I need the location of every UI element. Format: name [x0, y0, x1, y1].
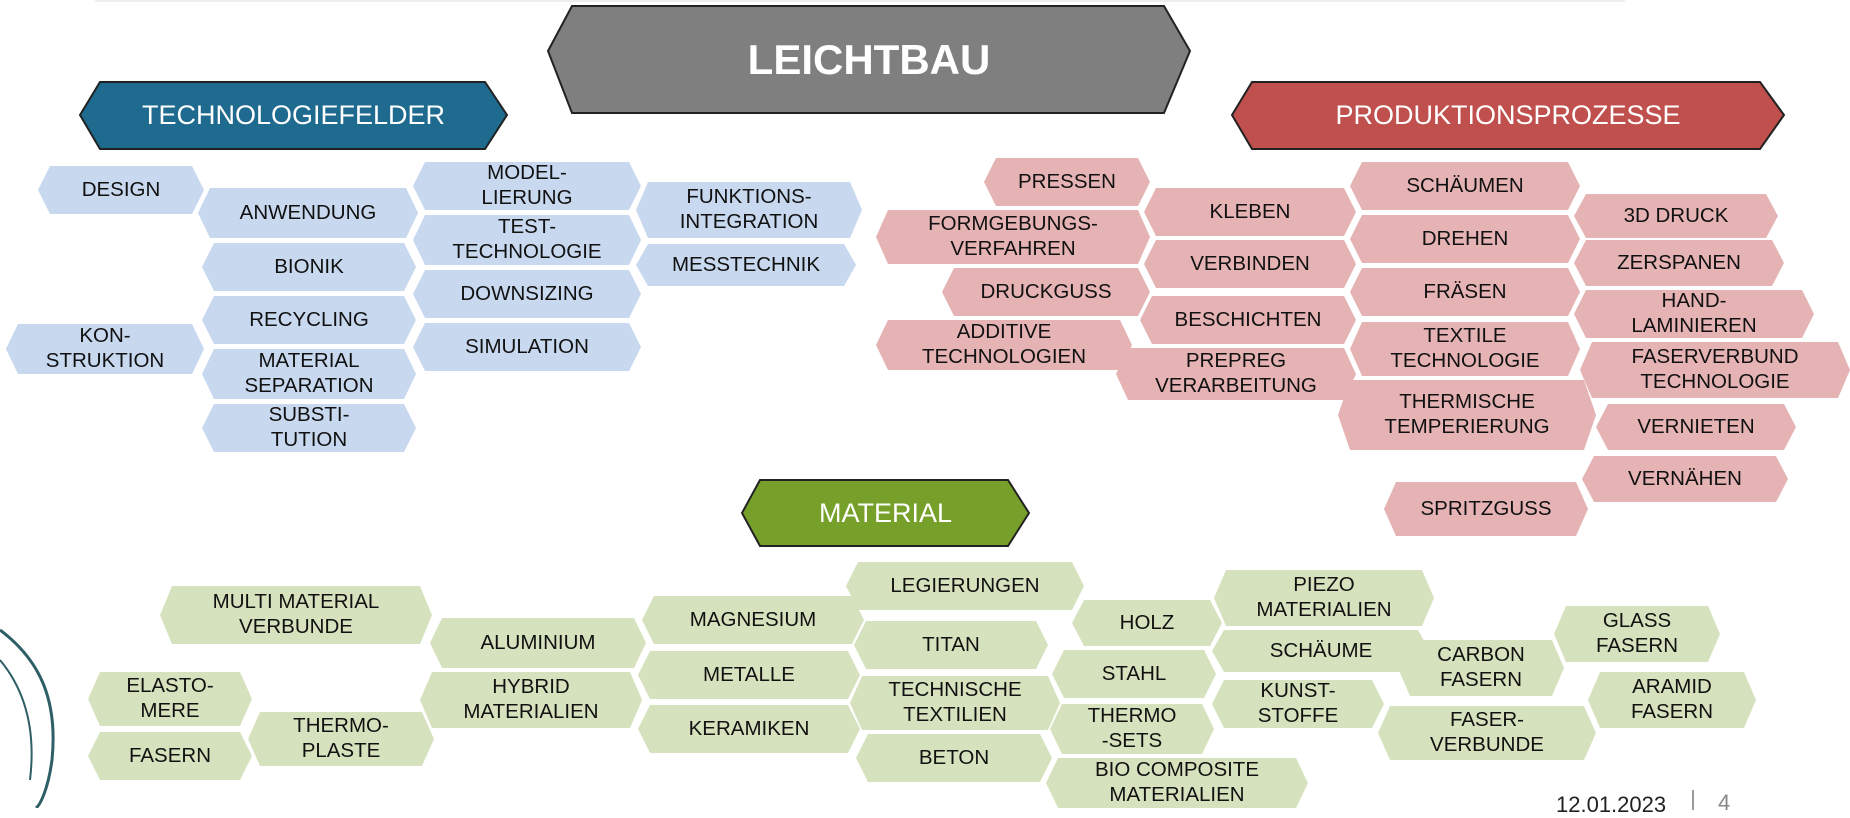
prod-verbinden: VERBINDEN — [1144, 240, 1356, 288]
mat-beton: BETON — [856, 734, 1052, 782]
tech-downsizing: DOWNSIZING — [413, 270, 641, 318]
tech-substitution: SUBSTI- TUTION — [202, 404, 416, 452]
prod-prepreg: PREPREG VERARBEITUNG — [1116, 348, 1356, 400]
mat-stahl: STAHL — [1052, 650, 1216, 698]
tech-funktionsintegration: FUNKTIONS- INTEGRATION — [636, 182, 862, 238]
mat-keramiken: KERAMIKEN — [638, 705, 860, 753]
tech-bionik: BIONIK — [202, 243, 416, 291]
tech-anwendung: ANWENDUNG — [198, 188, 418, 238]
prod-schaeumen: SCHÄUMEN — [1350, 162, 1580, 210]
mat-hybrid: HYBRID MATERIALIEN — [420, 672, 642, 728]
mat-technische: TECHNISCHE TEXTILIEN — [850, 676, 1060, 730]
tech-recycling: RECYCLING — [202, 296, 416, 344]
mat-aramid: ARAMID FASERN — [1588, 672, 1756, 728]
produktionsprozesse-banner-shape — [1230, 81, 1786, 150]
prod-kleben: KLEBEN — [1144, 188, 1356, 236]
tech-materialseparation: MATERIAL SEPARATION — [202, 349, 416, 399]
prod-3ddruck: 3D DRUCK — [1574, 194, 1778, 238]
prod-pressen: PRESSEN — [984, 158, 1150, 206]
mat-magnesium: MAGNESIUM — [642, 596, 864, 644]
mat-piezo: PIEZO MATERIALIEN — [1214, 570, 1434, 626]
prod-fraesen: FRÄSEN — [1350, 268, 1580, 316]
category-technologiefelder: TECHNOLOGIEFELDER — [141, 100, 446, 130]
title-banner-shape — [546, 5, 1192, 114]
tech-modellierung: MODEL- LIERUNG — [413, 162, 641, 210]
mat-legierungen: LEGIERUNGEN — [846, 562, 1084, 610]
mat-multimaterial: MULTI MATERIAL VERBUNDE — [160, 586, 432, 644]
tech-testtechnologie: TEST- TECHNOLOGIE — [413, 215, 641, 265]
logo-swirl — [0, 628, 55, 808]
mat-fasern: FASERN — [88, 732, 252, 780]
prod-vernaehen: VERNÄHEN — [1582, 456, 1788, 502]
prod-druckguss: DRUCKGUSS — [942, 268, 1150, 316]
tech-messtechnik: MESSTECHNIK — [636, 244, 856, 286]
mat-schaeume: SCHÄUME — [1212, 630, 1430, 672]
prod-additive: ADDITIVE TECHNOLOGIEN — [876, 320, 1132, 370]
mat-glasfasern: GLASS FASERN — [1554, 606, 1720, 662]
mat-elastomere: ELASTO- MERE — [88, 672, 252, 726]
tech-design: DESIGN — [38, 166, 204, 214]
mat-carbonfasern: CARBON FASERN — [1398, 640, 1564, 696]
logo-swirl-inner — [0, 659, 33, 781]
top-divider-line — [95, 0, 1625, 2]
prod-beschichten: BESCHICHTEN — [1140, 296, 1356, 344]
mat-titan: TITAN — [854, 621, 1048, 669]
prod-thermische: THERMISCHE TEMPERIERUNG — [1338, 380, 1596, 450]
category-material: MATERIAL — [818, 497, 953, 528]
footer-date: 12.01.2023 — [1556, 792, 1667, 817]
mat-holz: HOLZ — [1072, 600, 1222, 646]
material-banner-shape — [740, 479, 1031, 547]
mat-thermosets: THERMO -SETS — [1050, 704, 1214, 754]
prod-formgebung: FORMGEBUNGS- VERFAHREN — [876, 210, 1150, 264]
mat-biocomposite: BIO COMPOSITE MATERIALIEN — [1046, 758, 1308, 808]
prod-zerspanen: ZERSPANEN — [1574, 240, 1784, 286]
prod-handlaminieren: HAND- LAMINIEREN — [1574, 290, 1814, 338]
prod-faserverbundtech: FASERVERBUND TECHNOLOGIE — [1580, 342, 1850, 398]
page-title: LEICHTBAU — [747, 35, 991, 83]
mat-aluminium: ALUMINIUM — [430, 618, 646, 668]
mat-metalle: METALLE — [638, 651, 860, 699]
mat-thermoplaste: THERMO- PLASTE — [248, 712, 434, 766]
tech-simulation: SIMULATION — [413, 323, 641, 371]
tech-konstruktion: KON- STRUKTION — [6, 324, 204, 374]
footer-page-number: 4 — [1718, 790, 1731, 815]
category-produktionsprozesse: PRODUKTIONSPROZESSE — [1335, 100, 1681, 130]
prod-drehen: DREHEN — [1350, 215, 1580, 263]
prod-textile: TEXTILE TECHNOLOGIE — [1350, 322, 1580, 376]
technologiefelder-banner-shape — [78, 81, 509, 150]
mat-faserverbunde: FASER- VERBUNDE — [1378, 706, 1596, 760]
mat-kunststoffe: KUNST- STOFFE — [1212, 680, 1384, 728]
prod-vernieten: VERNIETEN — [1596, 404, 1796, 450]
prod-spritzguss: SPRITZGUSS — [1384, 482, 1588, 536]
footer-separator — [1692, 790, 1694, 810]
